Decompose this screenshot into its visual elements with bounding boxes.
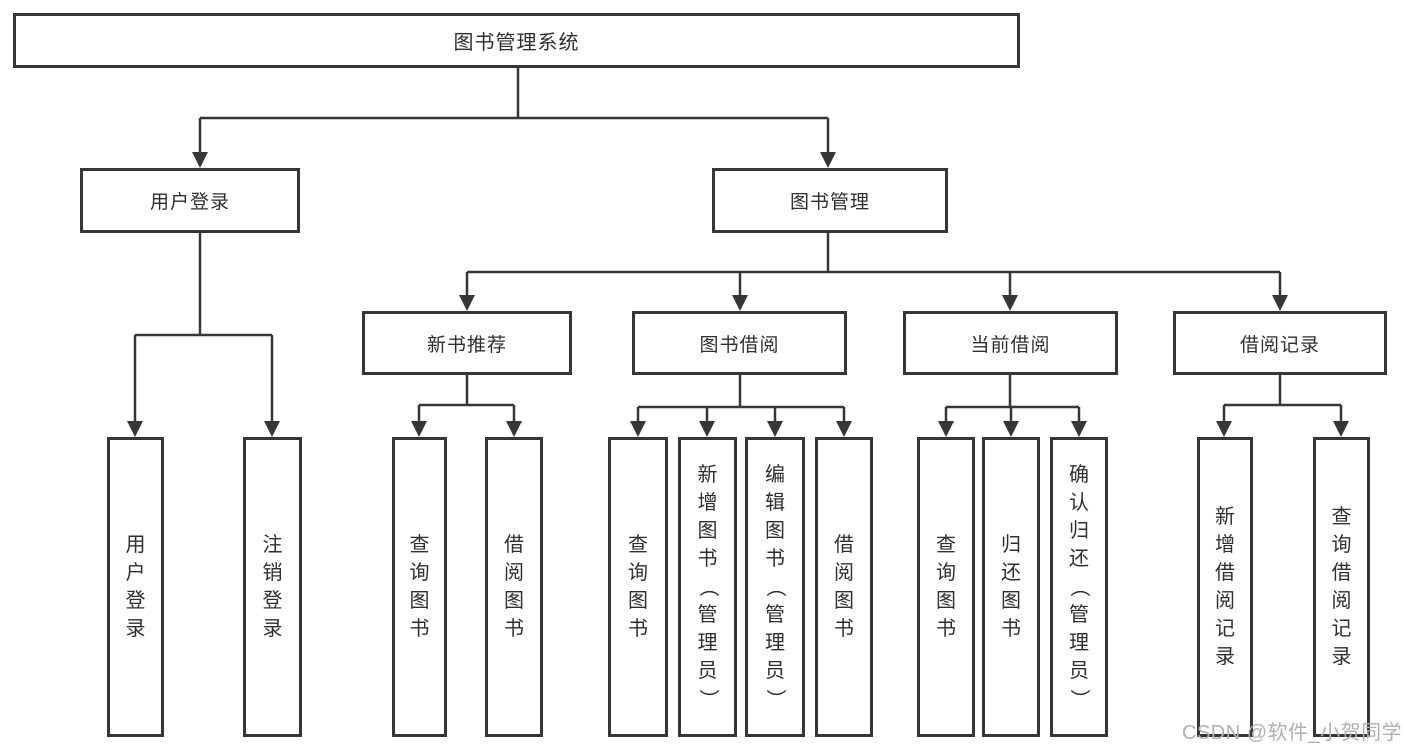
node-borrow-book-recommend: 借阅图书 <box>485 437 543 737</box>
node-label: 注销登录 <box>262 534 283 640</box>
node-label: 新增图书（管理员） <box>696 464 719 709</box>
connector-book-management-branch <box>459 233 1288 311</box>
connector-user-login-branch <box>127 233 280 437</box>
node-label: 确认归还（管理员） <box>1068 464 1090 709</box>
node-root-system: 图书管理系统 <box>13 13 1020 68</box>
node-label: 图书借阅 <box>699 334 780 356</box>
node-label: 编辑图书（管理员） <box>764 464 786 709</box>
connector-root-to-level2 <box>192 68 836 168</box>
node-return-book: 归还图书 <box>982 437 1040 737</box>
node-label: 用户登录 <box>149 192 230 213</box>
node-borrow-record: 借阅记录 <box>1173 311 1387 375</box>
node-query-borrow-record: 查询借阅记录 <box>1313 437 1370 737</box>
node-label: 查询图书 <box>936 534 956 640</box>
node-label: 归还图书 <box>1001 534 1021 640</box>
node-label: 新增借阅记录 <box>1215 506 1235 668</box>
node-label: 图书管理 <box>789 192 870 213</box>
node-label: 用户登录 <box>125 534 146 640</box>
node-edit-book-admin: 编辑图书（管理员） <box>745 437 805 737</box>
connector-current-borrow-branch <box>938 375 1087 437</box>
node-query-book-recommend: 查询图书 <box>392 437 447 737</box>
node-query-book-current: 查询图书 <box>917 437 975 737</box>
node-borrow-book-action: 借阅图书 <box>815 437 873 737</box>
node-new-book-recommend: 新书推荐 <box>362 311 572 375</box>
node-label: 借阅记录 <box>1239 334 1320 356</box>
node-add-borrow-record: 新增借阅记录 <box>1197 437 1253 737</box>
node-book-management: 图书管理 <box>712 168 948 233</box>
node-label: 查询借阅记录 <box>1331 506 1352 668</box>
connector-new-book-branch <box>411 375 522 437</box>
node-label: 新书推荐 <box>426 334 507 356</box>
connector-borrow-record-branch <box>1216 375 1349 437</box>
node-label: 查询图书 <box>409 534 430 640</box>
node-label: 借阅图书 <box>504 534 524 640</box>
node-logout-action: 注销登录 <box>243 437 302 737</box>
node-confirm-return-admin: 确认归还（管理员） <box>1050 437 1108 737</box>
node-add-book-admin: 新增图书（管理员） <box>678 437 737 737</box>
connector-book-borrow-branch <box>630 375 852 437</box>
node-book-borrow: 图书借阅 <box>632 311 847 375</box>
node-user-login: 用户登录 <box>80 168 300 233</box>
node-current-borrow: 当前借阅 <box>903 311 1118 375</box>
node-label: 图书管理系统 <box>453 32 580 54</box>
csdn-watermark: CSDN @软件_小贺同学 <box>1182 722 1403 744</box>
node-label: 查询图书 <box>628 534 648 640</box>
node-user-login-action: 用户登录 <box>107 437 164 737</box>
node-label: 借阅图书 <box>834 534 854 640</box>
node-label: 当前借阅 <box>970 334 1051 356</box>
node-query-book-borrow: 查询图书 <box>608 437 668 737</box>
